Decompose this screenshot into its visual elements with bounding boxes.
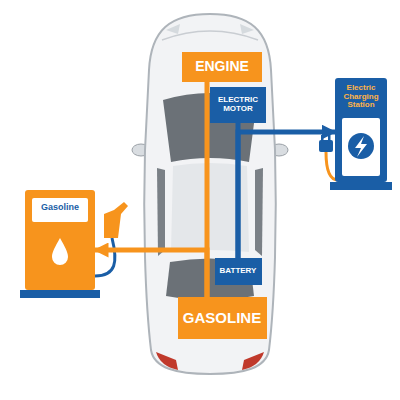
headlight [240,24,254,34]
car-top-view [132,14,288,374]
node-label: ELECTRIC MOTOR [215,96,261,113]
side-window [255,168,263,256]
lightning-bolt [355,136,367,157]
energy-flow-line [95,250,207,297]
station-panel [342,118,380,176]
pump-base [20,290,100,298]
fuel-hose [95,238,115,276]
pump-screen [32,198,88,222]
tail-light [242,352,264,370]
station-base [330,182,392,190]
plug-prong [328,135,331,141]
gasoline-pump-illustration [20,190,128,298]
charging-plug [319,140,333,152]
node-label: Electric Charging Station [337,84,385,110]
station-body [335,78,387,182]
charging-station: Electric Charging Station [335,78,387,182]
node-label: ENGINE [195,59,249,74]
tail-light [156,352,178,370]
motor-box: ELECTRIC MOTOR [210,87,266,123]
gasoline-pump: Gasoline [25,190,95,290]
plug-prong [321,135,324,141]
node-label: GASOLINE [183,310,261,326]
station-icon-circle [348,133,374,159]
engine-box: ENGINE [182,52,262,82]
battery-box: BATTERY [215,258,262,285]
car-body [144,14,276,374]
headlight [166,24,180,34]
node-label: Gasoline [41,203,79,213]
gasoline-tank-box: GASOLINE [178,297,267,339]
pump-body [25,190,95,290]
node-label: BATTERY [220,267,257,276]
fuel-nozzle [104,202,128,238]
side-window [157,168,165,256]
energy-flow-line [238,132,335,258]
fuel-drop [52,238,68,265]
